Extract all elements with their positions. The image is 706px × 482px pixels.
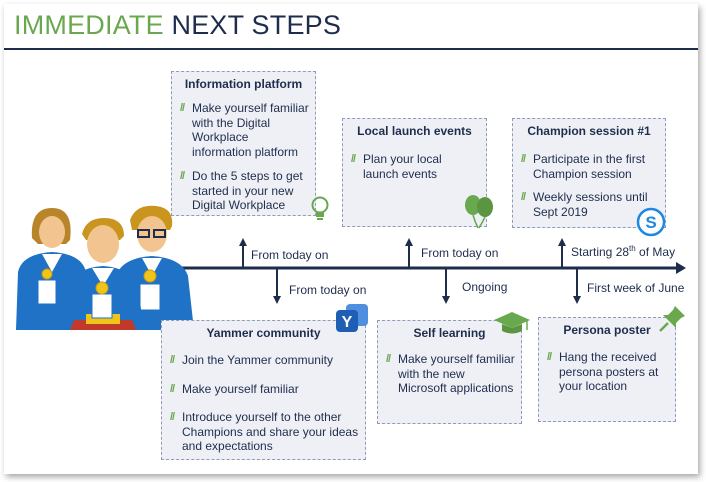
box-title: Champion session #1 bbox=[527, 124, 651, 138]
bullet-mark: // bbox=[521, 191, 526, 203]
person-left bbox=[16, 208, 88, 330]
bullet-mark: // bbox=[521, 153, 526, 165]
item-text: Join the Yammer community bbox=[182, 353, 333, 367]
bullet-mark: // bbox=[386, 353, 391, 365]
timeline bbox=[154, 238, 686, 304]
info-platform-box: Information platform // Make yourself fa… bbox=[171, 71, 316, 216]
box-title: Information platform bbox=[184, 77, 303, 91]
timeline-label-up-2: From today on bbox=[421, 246, 499, 260]
item-text: Participate in the first Champion sessio… bbox=[533, 152, 646, 181]
bullet-mark: // bbox=[180, 102, 185, 114]
box-title: Yammer community bbox=[206, 326, 321, 340]
bullet-mark: // bbox=[351, 153, 356, 165]
bullet-mark: // bbox=[547, 351, 552, 363]
timeline-label-up-3: Starting 28th of May bbox=[571, 244, 675, 259]
timeline-axis-arrowhead bbox=[676, 262, 686, 274]
local-launch-box: Local launch events // Plan your local l… bbox=[342, 118, 487, 227]
list-item: // Participate in the first Champion ses… bbox=[513, 152, 659, 181]
item-text: Introduce yourself to the other Champion… bbox=[182, 410, 359, 453]
list-item: // Introduce yourself to the other Champ… bbox=[162, 410, 359, 454]
item-text: Make yourself familiar with the Digital … bbox=[192, 101, 309, 159]
list-item: // Make yourself familiar with the Digit… bbox=[172, 101, 309, 159]
people-group-icon bbox=[16, 205, 194, 330]
list-item: // Hang the received persona posters at … bbox=[539, 350, 669, 394]
page-title: IMMEDIATE NEXT STEPS bbox=[14, 10, 341, 41]
list-item: // Join the Yammer community bbox=[162, 353, 359, 368]
item-text: Make yourself familiar with the new Micr… bbox=[398, 352, 515, 395]
svg-text:S: S bbox=[645, 213, 656, 232]
svg-text:Y: Y bbox=[342, 314, 353, 331]
box-title: Self learning bbox=[413, 326, 486, 340]
bullet-mark: // bbox=[170, 382, 175, 395]
item-text: Weekly sessions until Sept 2019 bbox=[533, 190, 648, 219]
label-text: of May bbox=[635, 245, 676, 259]
slide: IMMEDIATE NEXT STEPS bbox=[4, 4, 698, 474]
box-title: Persona poster bbox=[563, 323, 651, 337]
pushpin-icon bbox=[659, 306, 685, 332]
timeline-label-up-1: From today on bbox=[251, 248, 329, 262]
balloons-icon bbox=[465, 195, 493, 229]
lightbulb-icon bbox=[311, 196, 329, 220]
self-learning-box: Self learning // Make yourself familiar … bbox=[377, 320, 522, 424]
yammer-icon: Y bbox=[336, 304, 368, 332]
list-item: // Do the 5 steps to get started in your… bbox=[172, 169, 309, 213]
bullet-mark: // bbox=[170, 411, 175, 423]
title-part-green: IMMEDIATE bbox=[14, 10, 164, 40]
skype-icon: S bbox=[636, 207, 666, 237]
list-item: // Plan your local launch events bbox=[343, 152, 480, 181]
list-item: // Weekly sessions until Sept 2019 bbox=[513, 190, 659, 219]
timeline-label-down-2: Ongoing bbox=[462, 280, 508, 294]
graduation-cap-icon bbox=[494, 312, 530, 334]
bullet-mark: // bbox=[180, 170, 185, 182]
label-text: Starting 28 bbox=[571, 245, 630, 259]
item-text: Plan your local launch events bbox=[363, 152, 442, 181]
title-divider bbox=[4, 48, 698, 50]
label-sup: th bbox=[629, 244, 636, 253]
champion-session-box: Champion session #1 // Participate in th… bbox=[512, 118, 666, 228]
person-center bbox=[62, 218, 144, 330]
title-part-navy: NEXT STEPS bbox=[171, 10, 342, 40]
list-item: // Make yourself familiar with the new M… bbox=[378, 352, 515, 396]
item-text: Hang the received persona posters at you… bbox=[559, 350, 659, 393]
timeline-label-down-3: First week of June bbox=[587, 281, 685, 295]
timeline-label-down-1: From today on bbox=[289, 283, 367, 297]
item-text: Do the 5 steps to get started in your ne… bbox=[192, 169, 303, 212]
list-item: // Make yourself familiar bbox=[162, 382, 359, 397]
yammer-community-box: Yammer community // Join the Yammer comm… bbox=[161, 320, 366, 460]
persona-poster-box: Persona poster // Hang the received pers… bbox=[538, 317, 676, 422]
bullet-mark: // bbox=[170, 354, 175, 366]
box-title: Local launch events bbox=[357, 124, 472, 138]
item-text: Make yourself familiar bbox=[182, 381, 299, 396]
